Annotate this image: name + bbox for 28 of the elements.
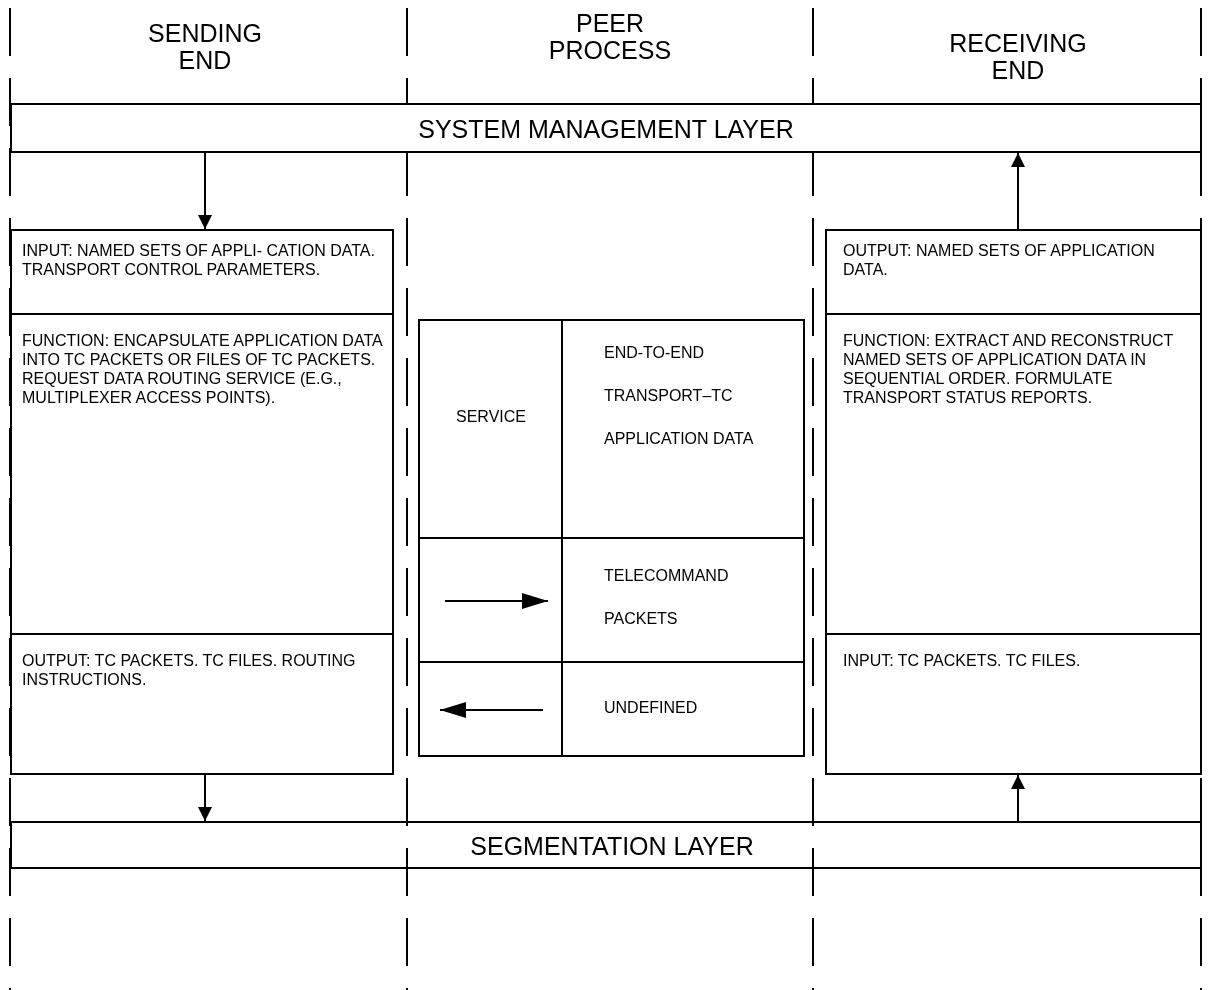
- table-box: [418, 319, 805, 757]
- arrow: [198, 152, 212, 230]
- arrow: [198, 774, 212, 822]
- box-text: OUTPUT: NAMED SETS OF APPLICATION DATA.: [843, 241, 1156, 279]
- arrow: [1011, 152, 1025, 230]
- layer-band: [10, 103, 1202, 153]
- box-text: FUNCTION: EXTRACT AND RECONSTRUCT NAMED SETS OF APPLICATION DATA IN SEQUENTIAL ORDER. FORMULATE TRANSPORT STATUS REPORTS.: [843, 331, 1175, 407]
- arrow: [1011, 774, 1025, 822]
- box-text: INPUT: NAMED SETS OF APPLI- CATION DATA. TRANSPORT CONTROL PARAMETERS.: [22, 241, 376, 279]
- process-box: [10, 313, 394, 635]
- process-box: [825, 229, 1202, 315]
- layer-name: SEGMENTATION LAYER: [469, 834, 755, 859]
- box-text: FUNCTION: ENCAPSULATE APPLICATION DATA INTO TC PACKETS OR FILES OF TC PACKETS. REQUEST DATA ROUTING SERVICE (E.G., MULTIPLEXER ACCESS POINTS).: [22, 331, 384, 407]
- layer-name: SYSTEM MANAGEMENT LAYER: [417, 117, 795, 142]
- column-heading: PEER PROCESS: [547, 10, 673, 64]
- table-cell-text: END-TO-END TRANSPORT–TC APPLICATION DATA: [604, 343, 755, 449]
- layer-band: [10, 821, 1202, 869]
- column-heading: RECEIVING END: [948, 30, 1088, 84]
- box-text: INPUT: TC PACKETS. TC FILES.: [843, 651, 1082, 670]
- table-cell-text: SERVICE: [455, 407, 527, 426]
- process-box: [10, 633, 394, 775]
- column-heading: SENDING END: [147, 20, 263, 74]
- process-box: [825, 313, 1202, 635]
- table-cell-text: TELECOMMAND PACKETS: [604, 566, 730, 629]
- table-cell-text: UNDEFINED: [604, 698, 699, 717]
- process-box: [10, 229, 394, 315]
- process-box: [825, 633, 1202, 775]
- box-text: OUTPUT: TC PACKETS. TC FILES. ROUTING INSTRUCTIONS.: [22, 651, 357, 689]
